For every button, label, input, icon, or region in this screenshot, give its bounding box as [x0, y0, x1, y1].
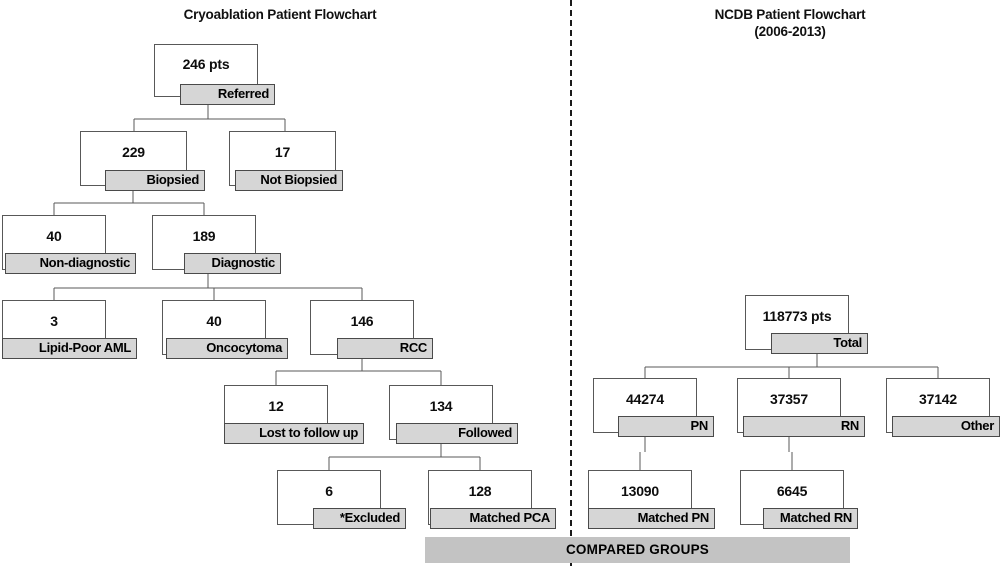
- compared-groups-banner: COMPARED GROUPS: [425, 537, 850, 563]
- node-label-chip: Matched PCA: [430, 508, 556, 529]
- node-label-chip: Matched RN: [763, 508, 858, 529]
- node-label-chip: Biopsied: [105, 170, 205, 191]
- left-flowchart-title: Cryoablation Patient Flowchart: [183, 7, 377, 22]
- node-count-value: 246 pts: [182, 55, 230, 72]
- node-label-chip: Not Biopsied: [235, 170, 343, 191]
- node-label-chip: Lipid-Poor AML: [2, 338, 137, 359]
- node-count-value: 6645: [776, 482, 808, 499]
- node-label-chip: *Excluded: [313, 508, 406, 529]
- node-count-value: 44274: [626, 390, 664, 407]
- node-label-chip: Oncocytoma: [166, 338, 288, 359]
- node-count-value: 12: [268, 397, 284, 414]
- node-count-value: 40: [46, 227, 62, 244]
- node-label-chip: Other: [892, 416, 1000, 437]
- node-count-value: 189: [192, 227, 216, 244]
- node-label-chip: Lost to follow up: [224, 423, 364, 444]
- node-count-value: 3: [50, 312, 58, 329]
- node-count-value: 146: [350, 312, 374, 329]
- node-label-chip: RCC: [337, 338, 433, 359]
- node-label-chip: PN: [618, 416, 714, 437]
- node-count-value: 17: [274, 143, 291, 160]
- node-label-chip: Diagnostic: [184, 253, 281, 274]
- node-count-value: 37142: [919, 390, 957, 407]
- node-count-value: 37357: [770, 390, 808, 407]
- node-label-chip: Followed: [396, 423, 518, 444]
- node-count-value: 6: [325, 482, 333, 499]
- node-label-chip: Matched PN: [588, 508, 715, 529]
- node-label-chip: Referred: [180, 84, 275, 105]
- node-count-value: 128: [468, 482, 492, 499]
- right-flowchart-title: NCDB Patient Flowchart (2006-2013): [714, 7, 866, 39]
- node-label-chip: Total: [771, 333, 868, 354]
- node-count-value: 40: [206, 312, 222, 329]
- node-count-value: 134: [429, 397, 453, 414]
- node-count-value: 13090: [621, 482, 659, 499]
- panel-divider: [570, 0, 572, 566]
- node-label-chip: RN: [743, 416, 865, 437]
- node-label-chip: Non-diagnostic: [5, 253, 136, 274]
- node-count-value: 229: [122, 143, 145, 160]
- node-count-value: 118773 pts: [762, 307, 832, 324]
- node-count-box: 6645: [740, 470, 844, 525]
